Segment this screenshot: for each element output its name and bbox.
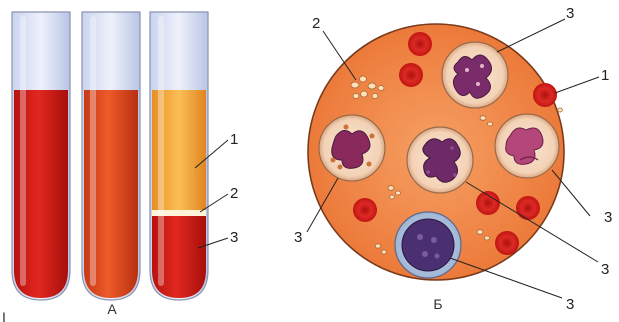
label-erythrocyte: 1 xyxy=(601,67,609,84)
rbc xyxy=(353,198,377,222)
rbc xyxy=(408,32,432,56)
rbc xyxy=(516,196,540,220)
rbc xyxy=(476,191,500,215)
label-leukocyte-3: 3 xyxy=(604,209,612,226)
tube-whole-blood xyxy=(12,12,70,300)
corner-mark: I xyxy=(2,309,6,322)
label-sediment: 3 xyxy=(230,229,238,246)
rbc xyxy=(533,83,557,107)
leukocyte-right xyxy=(495,114,559,178)
label-leukocyte-1: 3 xyxy=(566,5,574,22)
leader-line-3a xyxy=(497,19,565,52)
lymphocyte xyxy=(395,212,461,278)
panel-b: 2 3 1 3 3 3 3 Б xyxy=(294,5,612,313)
rbc xyxy=(399,63,423,87)
tube-blood-variant xyxy=(82,12,140,300)
label-platelets: 2 xyxy=(312,15,320,32)
label-buffy-coat: 2 xyxy=(230,185,238,202)
leukocyte-center xyxy=(407,127,473,193)
tube-centrifuged xyxy=(150,12,208,300)
rbc xyxy=(495,231,519,255)
label-plasma: 1 xyxy=(230,131,238,148)
label-leukocyte-5: 3 xyxy=(566,296,574,313)
caption-a: А xyxy=(107,301,117,317)
label-leukocyte-4: 3 xyxy=(601,261,609,278)
leader-line-3e xyxy=(450,258,562,298)
leukocyte-left xyxy=(319,115,385,181)
panel-a: 1 2 3 А xyxy=(12,12,238,317)
leader-line-1b xyxy=(555,77,599,93)
label-leukocyte-2: 3 xyxy=(294,229,302,246)
caption-b: Б xyxy=(433,296,442,312)
